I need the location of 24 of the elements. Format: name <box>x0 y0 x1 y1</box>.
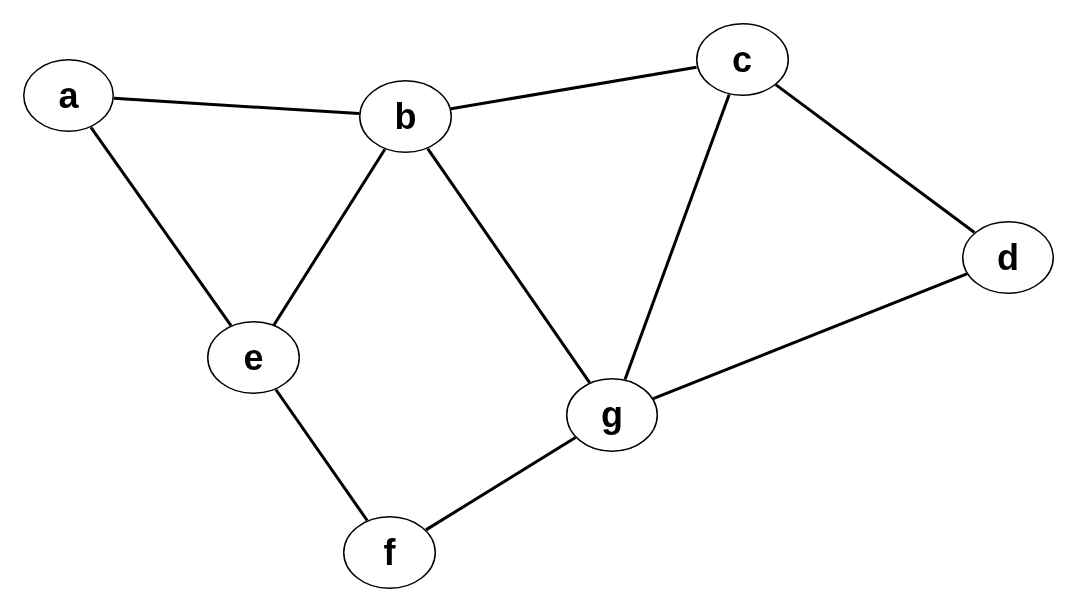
vertex-node <box>207 321 300 394</box>
edge-line <box>113 96 360 116</box>
edge-line <box>623 94 731 380</box>
edge-line <box>652 272 968 400</box>
vertex-node <box>962 221 1054 294</box>
node-label: g <box>601 397 623 433</box>
vertex-node <box>566 378 658 452</box>
node-label: c <box>732 41 752 78</box>
vertex-node <box>343 516 436 589</box>
edge-line <box>426 147 591 384</box>
edge-line <box>89 126 233 327</box>
node-label: a <box>58 77 79 114</box>
edge-line <box>272 148 387 326</box>
node-label: e <box>243 339 264 376</box>
vertex-node <box>359 80 452 153</box>
edge-line <box>774 83 976 234</box>
edge-line <box>450 65 697 111</box>
vertex-node <box>695 23 789 96</box>
node-label: d <box>997 239 1019 276</box>
edge-line <box>274 388 369 522</box>
vertex-node <box>23 59 114 132</box>
node-label: f <box>383 534 396 571</box>
node-label: b <box>394 98 417 135</box>
edge-line <box>425 436 577 532</box>
